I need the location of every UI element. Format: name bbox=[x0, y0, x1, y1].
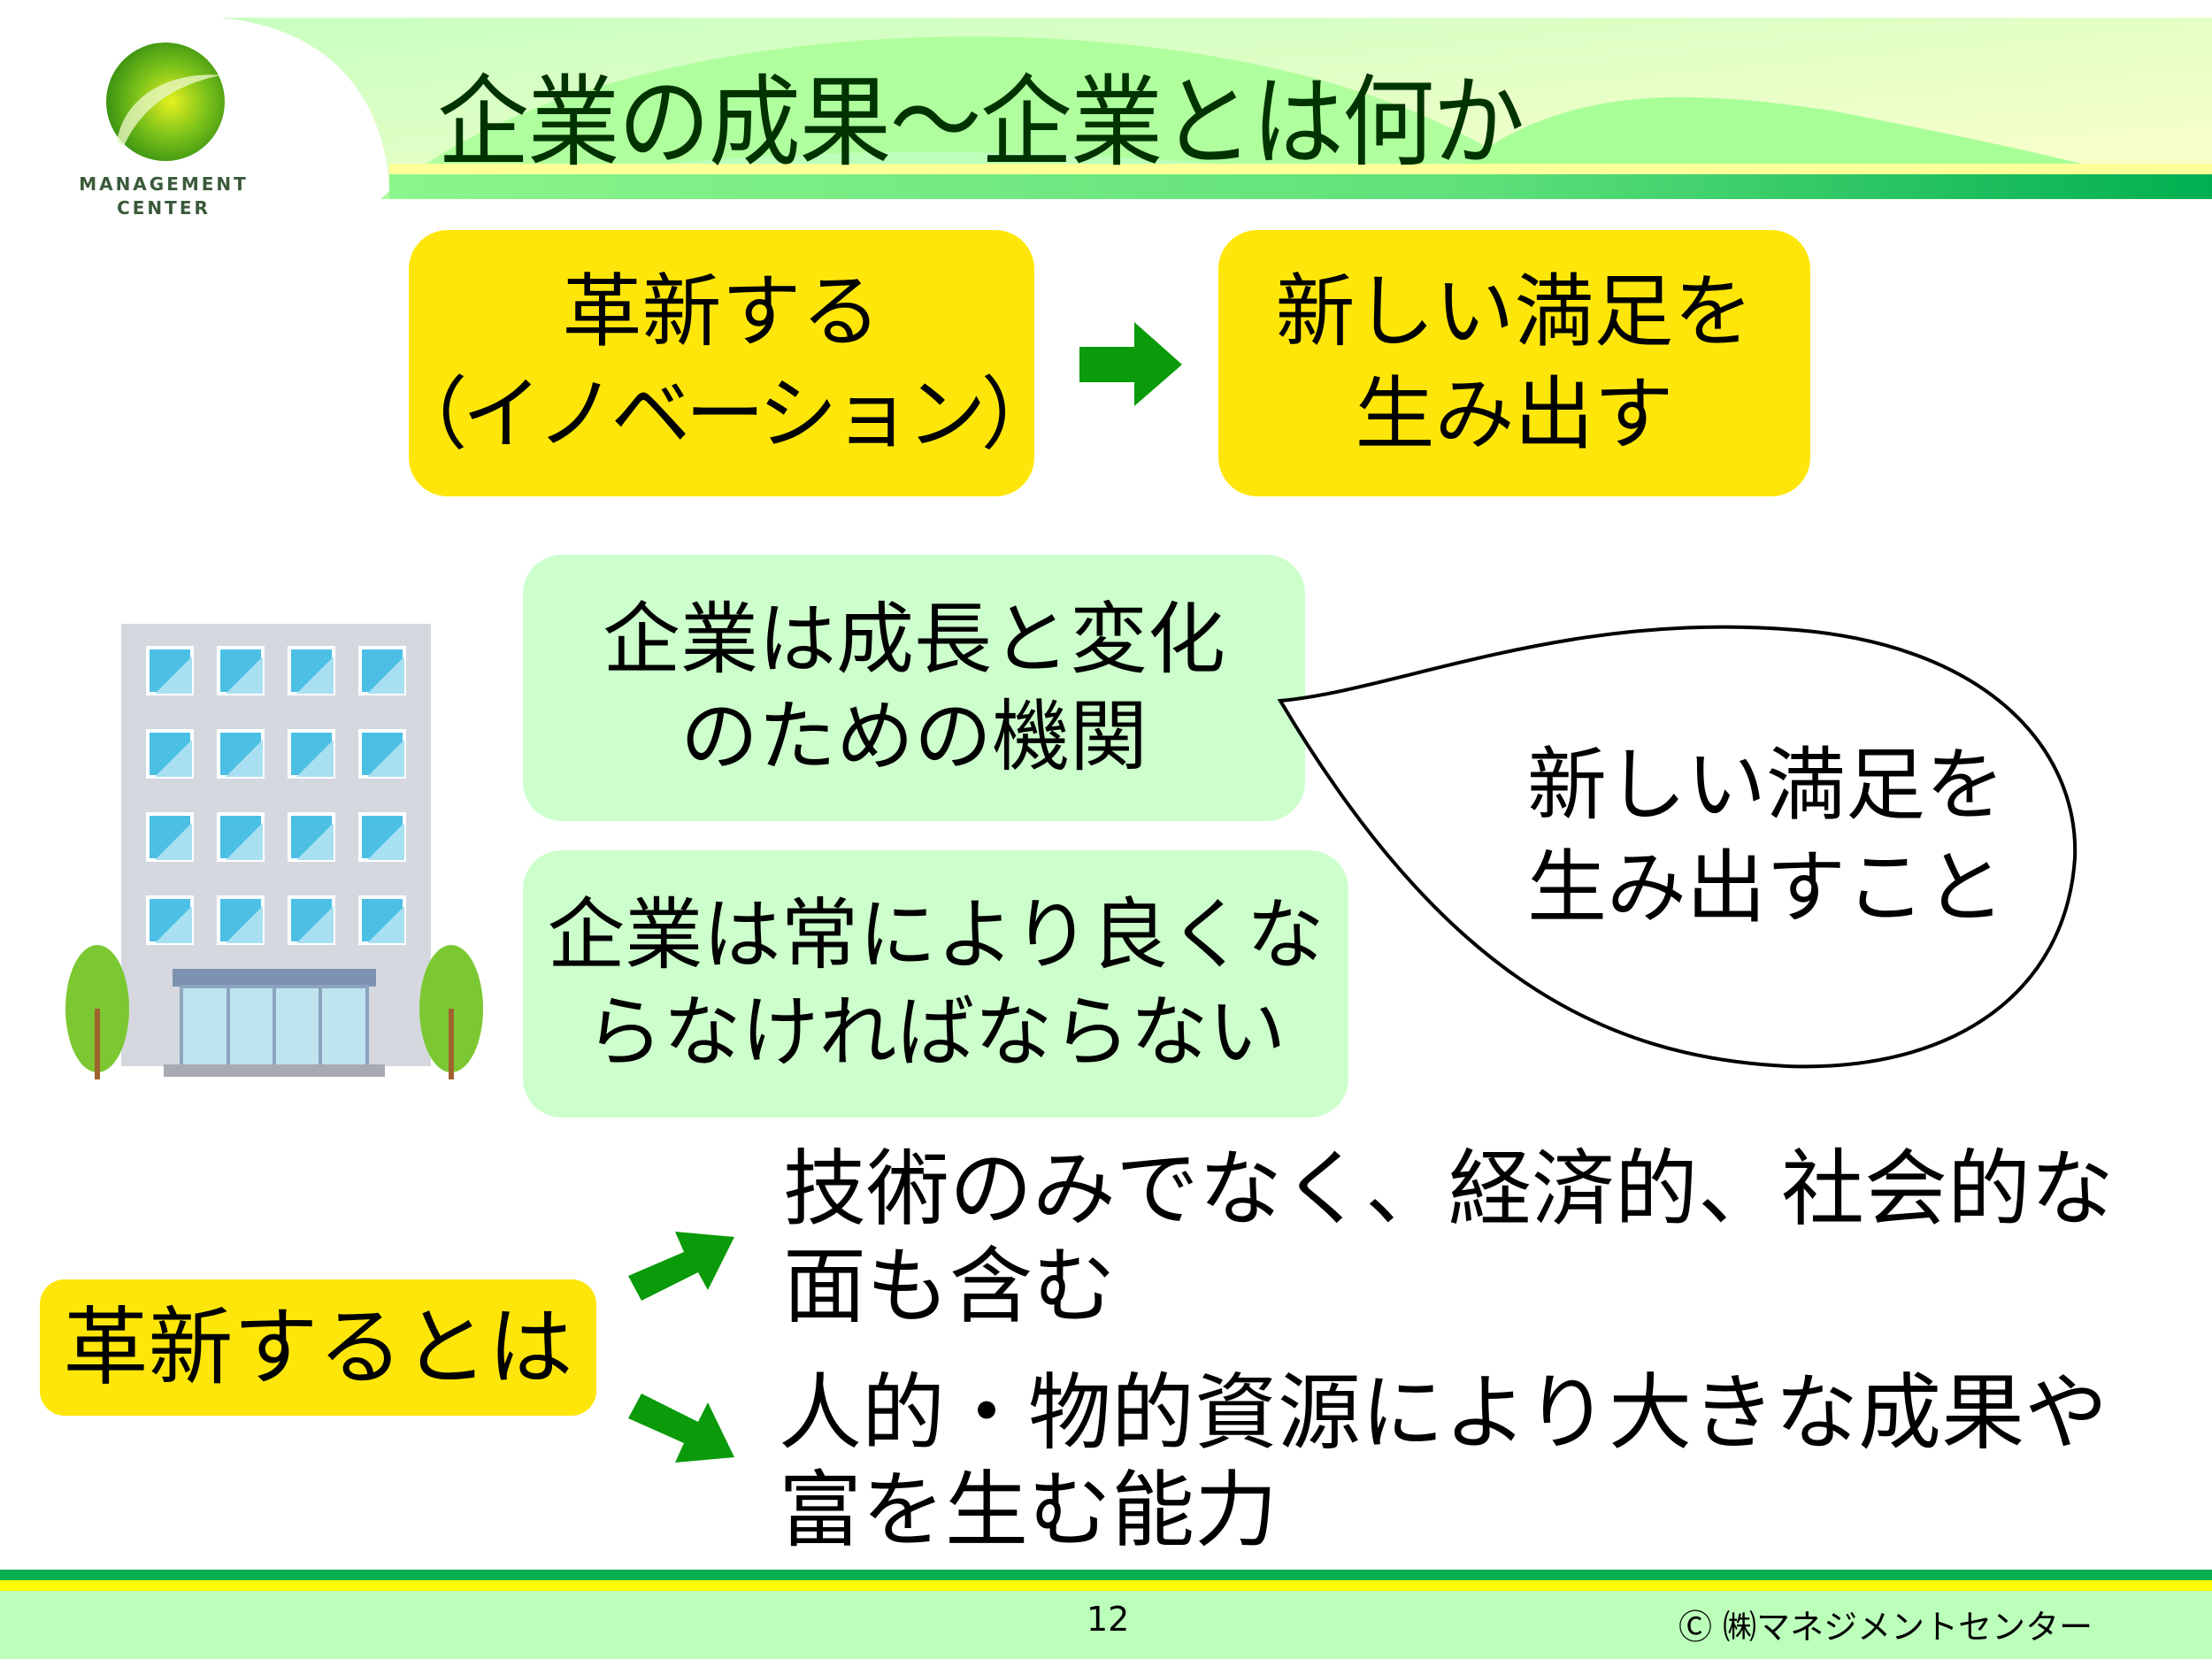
logo-icon bbox=[106, 42, 225, 161]
window-reflection bbox=[296, 906, 334, 943]
growth-change-box: 企業は成長と変化 のための機関 bbox=[523, 555, 1305, 821]
down-right-arrow-icon bbox=[628, 1394, 734, 1463]
innovate-line2: （イノベーション） bbox=[388, 367, 1060, 461]
window-reflection bbox=[226, 906, 263, 943]
innovate-box: 革新する （イノベーション） bbox=[388, 230, 1061, 496]
speech-bubble-text: 新しい満足を 生み出すこと bbox=[1527, 734, 2005, 940]
window-reflection bbox=[155, 823, 192, 860]
org-line2: のための機関 bbox=[680, 690, 1148, 782]
logo-line2: CENTER bbox=[117, 197, 211, 219]
window-reflection bbox=[367, 823, 404, 860]
window-reflection bbox=[226, 740, 263, 777]
speech-bubble bbox=[1277, 625, 2078, 1069]
window-reflection bbox=[226, 823, 263, 860]
header-background bbox=[217, 18, 2212, 199]
window-reflection bbox=[296, 823, 334, 860]
page-number: 12 bbox=[1087, 1600, 1130, 1639]
point1-line2: 面も含む bbox=[783, 1239, 1117, 1335]
always-better-box: 企業は常により良くな らなければならない bbox=[523, 850, 1348, 1118]
point2: 人的・物的資源により大きな成果や 富を生む能力 bbox=[779, 1365, 2108, 1560]
footer-divider-yellow bbox=[0, 1580, 2212, 1591]
window-reflection bbox=[155, 740, 192, 777]
bubble-line2: 生み出すこと bbox=[1527, 841, 2005, 934]
better-line2: らなければならない bbox=[585, 987, 1286, 1078]
window-reflection bbox=[155, 657, 192, 694]
bubble-line1: 新しい満足を bbox=[1527, 739, 2005, 832]
innovation-means-label: 革新するとは bbox=[40, 1279, 596, 1416]
window-reflection bbox=[367, 740, 404, 777]
window-reflection bbox=[155, 906, 192, 943]
org-line1: 企業は成長と変化 bbox=[602, 593, 1225, 685]
window-reflection bbox=[296, 657, 334, 694]
result-line1: 新しい満足を bbox=[1275, 265, 1754, 358]
window-reflection bbox=[296, 740, 334, 777]
up-right-arrow-icon bbox=[628, 1232, 734, 1301]
point1: 技術のみでなく、経済的、社会的な 面も含む bbox=[783, 1141, 2114, 1336]
logo-line1: MANAGEMENT bbox=[79, 173, 249, 195]
result-line2: 生み出す bbox=[1355, 367, 1674, 461]
point2-line2: 富を生む能力 bbox=[779, 1463, 1279, 1559]
window-reflection bbox=[367, 657, 404, 694]
window-reflection bbox=[226, 657, 263, 694]
innovation-means-text: 革新するとは bbox=[63, 1298, 573, 1397]
window-reflection bbox=[367, 906, 404, 943]
header-banner bbox=[0, 0, 2212, 199]
office-building-icon bbox=[65, 624, 483, 1079]
footer-divider-green bbox=[0, 1570, 2212, 1580]
better-line1: 企業は常により良くな bbox=[547, 889, 1325, 980]
point2-line1: 人的・物的資源により大きな成果や bbox=[779, 1365, 2108, 1462]
copyright: Ⓒ ㈱マネジメントセンター bbox=[1678, 1608, 2093, 1647]
innovate-line1: 革新する bbox=[562, 265, 881, 358]
logo-text: MANAGEMENT CENTER bbox=[53, 173, 274, 220]
new-satisfaction-box: 新しい満足を 生み出す bbox=[1218, 230, 1810, 496]
point1-line1: 技術のみでなく、経済的、社会的な bbox=[783, 1141, 2115, 1238]
page-title: 企業の成果～企業とは何か bbox=[437, 65, 1525, 180]
right-arrow-icon bbox=[1079, 322, 1182, 406]
